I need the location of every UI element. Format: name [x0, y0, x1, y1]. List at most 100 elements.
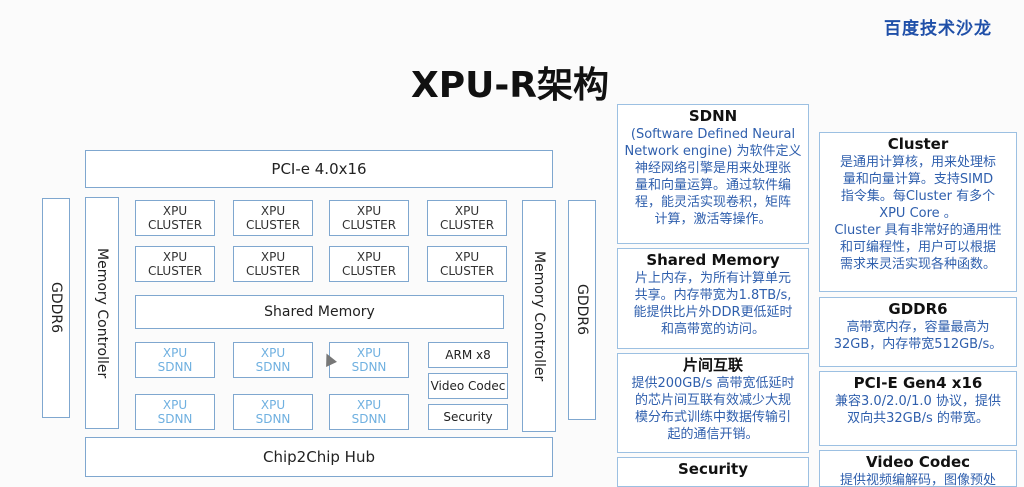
card-gddr6: GDDR6 高带宽内存，容量最高为 32GB，内存带宽512GB/s。 [819, 297, 1017, 367]
chip2chip-hub-block: Chip2Chip Hub [85, 437, 553, 477]
card-shared-memory: Shared Memory 片上内存，为所有计算单元共享。内存带宽为1.8TB/s… [617, 248, 809, 349]
xpu-sdnn-line2: SDNN [255, 412, 291, 426]
card-text-line: 提供视频编解码，图像预处 [839, 473, 996, 487]
xpu-cluster-line2: CLUSTER [147, 218, 203, 232]
xpu-cluster-line1: XPU [260, 250, 286, 264]
pcie-block: PCI-e 4.0x16 [85, 150, 553, 188]
card-text-line: 的芯片间互联有效减少大规 [634, 393, 791, 408]
xpu-cluster-line1: XPU [260, 204, 286, 218]
card-text-line: Network engine) 为软件定义 [624, 144, 802, 159]
brand-logo-text: 百度技术沙龙 [884, 19, 992, 39]
xpu-cluster-line1: XPU [356, 204, 382, 218]
card-text-line: 共享。内存带宽为1.8TB/s, [634, 288, 792, 303]
card-title: Video Codec [865, 453, 971, 471]
xpu-sdnn-line1: XPU [356, 398, 382, 412]
card-text-line: 和高带宽的访问。 [660, 322, 765, 337]
xpu-sdnn-line1: XPU [260, 346, 286, 360]
card-text-line: 神经网络引擎是用来处理张 [634, 161, 791, 176]
card-text-line: 程，能灵活实现卷积，矩阵 [634, 195, 791, 210]
arm-block: ARM x8 [428, 342, 508, 368]
card-text-line: 起的通信开销。 [667, 427, 759, 442]
card-text-line: 量和向量计算。支持SIMD [842, 172, 994, 187]
xpu-sdnn-line1: XPU [356, 346, 382, 360]
xpu-cluster-line2: CLUSTER [439, 264, 495, 278]
card-security: Security [617, 457, 809, 487]
card-interconnect: 片间互联提供200GB/s 高带宽低延时的芯片间互联有效减少大规模分布式训练中数… [617, 353, 809, 453]
card-title: 片间互联 [682, 356, 743, 374]
xpu-cluster-line1: XPU [454, 204, 480, 218]
xpu-sdnn-line1: XPU [162, 398, 188, 412]
card-text-line: 指令集。每Cluster 有多个 [840, 189, 996, 204]
security-block: Security [428, 404, 508, 430]
card-title: Security [677, 460, 749, 478]
xpu-cluster-line2: CLUSTER [341, 218, 397, 232]
card-text-line: 片上内存，为所有计算单元 [634, 271, 791, 286]
gddr6-left-label: GDDR6 [48, 282, 64, 334]
card-title: PCI-E Gen4 x16 [853, 374, 983, 392]
xpu-cluster-line1: XPU [356, 250, 382, 264]
xpu-cluster-line2: CLUSTER [245, 218, 301, 232]
card-title: SDNN [688, 107, 738, 125]
card-text-line: Cluster 具有非常好的通用性 [834, 223, 1002, 238]
memory-controller-right-block: Memory Controller [522, 200, 556, 432]
card-text-line: 模分布式训练中数据传输引 [634, 410, 791, 425]
xpu-cluster-line2: CLUSTER [245, 264, 301, 278]
card-text-line: 提供200GB/s 高带宽低延时 [631, 376, 795, 391]
xpu-sdnn-line2: SDNN [351, 360, 387, 374]
card-title: Cluster [887, 135, 949, 153]
card-text-line: XPU Core 。 [879, 206, 957, 221]
card-text-line: 兼容3.0/2.0/1.0 协议，提供 [835, 394, 1001, 409]
memory-controller-left-label: Memory Controller [94, 247, 110, 379]
card-text-line: 计算，激活等操作。 [654, 212, 772, 227]
xpu-sdnn-line2: SDNN [157, 412, 193, 426]
gddr6-right-label: GDDR6 [574, 284, 590, 336]
card-text-line: 能提供比片外DDR更低延时 [633, 305, 793, 320]
video-codec-block: Video Codec [428, 373, 508, 399]
card-title: GDDR6 [888, 300, 948, 318]
card-text-line: 和可编程性，用户可以根据 [839, 240, 996, 255]
card-text-line: (Software Defined Neural [630, 127, 796, 142]
card-cluster: Cluster 是通用计算核，用来处理标量和向量计算。支持SIMD 指令集。每Clu… [819, 132, 1017, 292]
card-text-line: 32GB，内存带宽512GB/s。 [833, 337, 1003, 352]
card-text-line: 高带宽内存，容量最高为 [846, 320, 990, 335]
xpu-sdnn-line1: XPU [162, 346, 188, 360]
card-pcie: PCI-E Gen4 x16 兼容3.0/2.0/1.0 协议，提供双向共32GB… [819, 371, 1017, 446]
xpu-cluster-line1: XPU [162, 250, 188, 264]
gddr6-left-block: GDDR6 [42, 198, 70, 418]
memory-controller-left-block: Memory Controller [85, 197, 119, 429]
card-text-line: 量和向量运算。通过软件编 [634, 178, 791, 193]
xpu-cluster-line2: CLUSTER [439, 218, 495, 232]
xpu-sdnn-line2: SDNN [157, 360, 193, 374]
xpu-cluster-line1: XPU [454, 250, 480, 264]
xpu-sdnn-line2: SDNN [255, 360, 291, 374]
card-text-line: 是通用计算核，用来处理标 [839, 155, 996, 170]
card-title: Shared Memory [646, 251, 780, 269]
shared-memory-block: Shared Memory [135, 295, 504, 329]
xpu-cluster-line1: XPU [162, 204, 188, 218]
xpu-sdnn-line2: SDNN [351, 412, 387, 426]
xpu-cluster-line2: CLUSTER [341, 264, 397, 278]
card-text-line: 需求来灵活实现各种函数。 [839, 257, 996, 272]
card-text-line: 双向共32GB/s 的带宽。 [847, 411, 989, 426]
xpu-sdnn-line1: XPU [260, 398, 286, 412]
slide-title: XPU-R架构 [410, 65, 610, 106]
gddr6-right-block: GDDR6 [568, 200, 596, 420]
memory-controller-right-label: Memory Controller [531, 250, 547, 382]
xpu-cluster-line2: CLUSTER [147, 264, 203, 278]
card-video-codec: Video Codec 提供视频编解码，图像预处 [819, 450, 1017, 487]
